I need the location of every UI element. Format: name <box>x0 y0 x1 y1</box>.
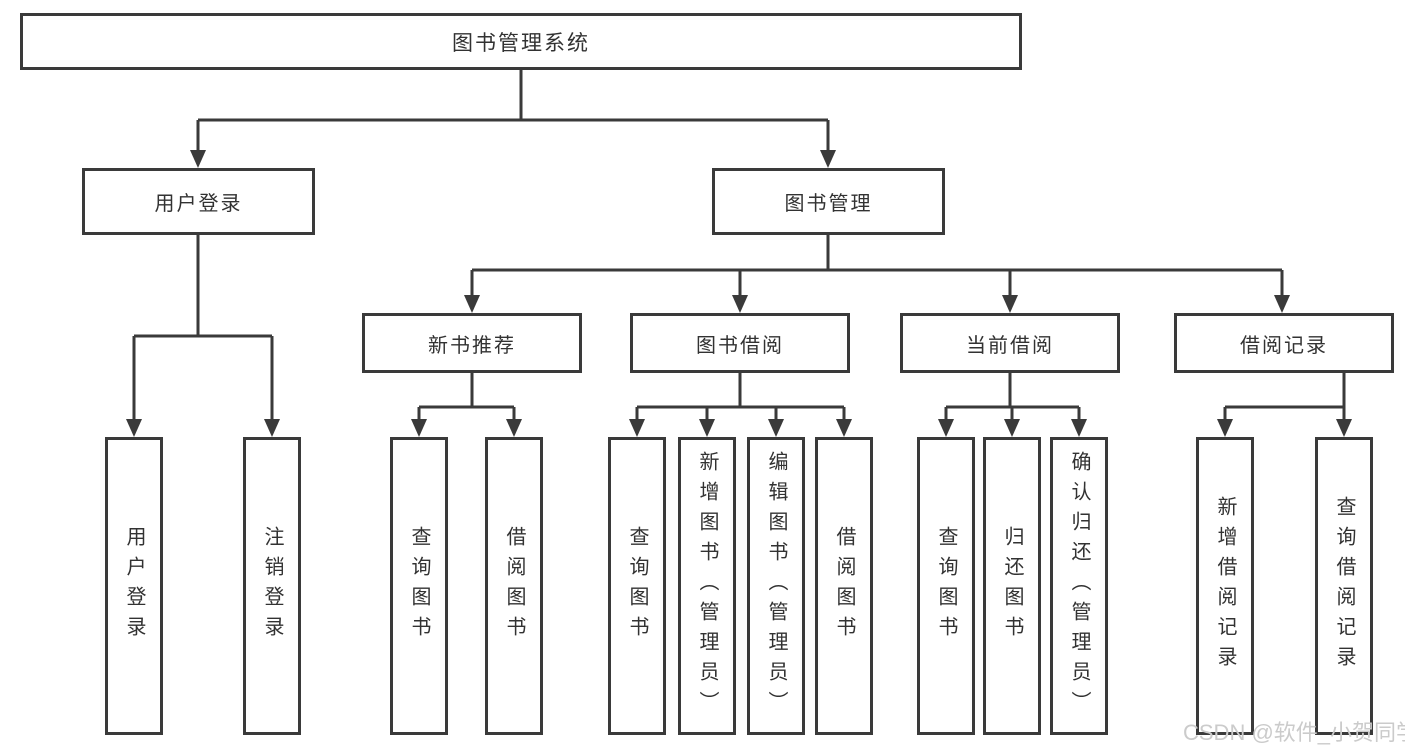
node-book-borrow: 图书借阅 <box>630 313 850 373</box>
arrow-down-icon <box>1336 419 1352 437</box>
node-label: 图书管理系统 <box>452 31 590 55</box>
leaf-edit-book-admin: 编辑图书（管理员） <box>747 437 805 735</box>
leaf-label: 查询图书 <box>935 526 957 646</box>
arrow-down-icon <box>1004 419 1020 437</box>
leaf-logout: 注销登录 <box>243 437 301 735</box>
leaf-label: 新增图书（管理员） <box>696 451 718 721</box>
arrow-down-icon <box>629 419 645 437</box>
watermark: CSDN @软件_小贺同学 <box>1183 720 1405 745</box>
arrow-down-icon <box>1274 295 1290 313</box>
node-user-login: 用户登录 <box>82 168 315 235</box>
arrow-down-icon <box>820 150 836 168</box>
leaf-label: 用户登录 <box>123 526 145 646</box>
leaf-label: 编辑图书（管理员） <box>765 451 787 721</box>
connector-book-mgmt <box>470 235 1284 296</box>
node-label: 图书管理 <box>784 193 873 215</box>
arrow-down-icon <box>264 419 280 437</box>
leaf-label: 注销登录 <box>261 526 283 646</box>
node-label: 图书借阅 <box>696 334 784 357</box>
node-label: 新书推荐 <box>428 334 516 357</box>
connector-new-book <box>417 373 516 420</box>
arrow-down-icon <box>411 419 427 437</box>
connector-user-login <box>132 235 274 420</box>
connector-borrow-records <box>1223 373 1346 420</box>
arrow-down-icon <box>1071 419 1087 437</box>
arrow-down-icon <box>1002 295 1018 313</box>
node-new-book-recommend: 新书推荐 <box>362 313 582 373</box>
leaf-query-books-newbook: 查询图书 <box>390 437 448 735</box>
connector-book-borrow <box>635 373 846 420</box>
leaf-label: 查询图书 <box>408 526 430 646</box>
node-label: 当前借阅 <box>966 334 1054 357</box>
arrow-down-icon <box>190 150 206 168</box>
arrow-down-icon <box>1217 419 1233 437</box>
node-book-management: 图书管理 <box>712 168 945 235</box>
leaf-query-books-current: 查询图书 <box>917 437 975 735</box>
leaf-add-book-admin: 新增图书（管理员） <box>678 437 736 735</box>
arrow-down-icon <box>836 419 852 437</box>
node-current-borrow: 当前借阅 <box>900 313 1120 373</box>
leaf-add-borrow-record: 新增借阅记录 <box>1196 437 1254 735</box>
connector-current-borrow <box>944 373 1081 420</box>
leaf-label: 查询借阅记录 <box>1333 496 1355 676</box>
leaf-return-books: 归还图书 <box>983 437 1041 735</box>
node-label: 用户登录 <box>154 193 243 215</box>
leaf-confirm-return-admin: 确认归还（管理员） <box>1050 437 1108 735</box>
leaf-borrow-books-borrow: 借阅图书 <box>815 437 873 735</box>
arrow-down-icon <box>699 419 715 437</box>
arrow-down-icon <box>506 419 522 437</box>
arrow-down-icon <box>126 419 142 437</box>
connector-root <box>196 70 830 151</box>
leaf-label: 归还图书 <box>1001 526 1023 646</box>
node-borrow-records: 借阅记录 <box>1174 313 1394 373</box>
leaf-label: 新增借阅记录 <box>1214 496 1236 676</box>
leaf-query-books-borrow: 查询图书 <box>608 437 666 735</box>
arrow-down-icon <box>732 295 748 313</box>
arrow-down-icon <box>938 419 954 437</box>
leaf-label: 借阅图书 <box>833 526 855 646</box>
node-label: 借阅记录 <box>1240 334 1328 357</box>
arrow-down-icon <box>464 295 480 313</box>
node-system: 图书管理系统 <box>20 13 1022 70</box>
leaf-borrow-books-newbook: 借阅图书 <box>485 437 543 735</box>
leaf-label: 借阅图书 <box>503 526 525 646</box>
arrow-down-icon <box>768 419 784 437</box>
leaf-label: 查询图书 <box>626 526 648 646</box>
leaf-label: 确认归还（管理员） <box>1068 451 1090 721</box>
leaf-user-login: 用户登录 <box>105 437 163 735</box>
leaf-query-borrow-record: 查询借阅记录 <box>1315 437 1373 735</box>
